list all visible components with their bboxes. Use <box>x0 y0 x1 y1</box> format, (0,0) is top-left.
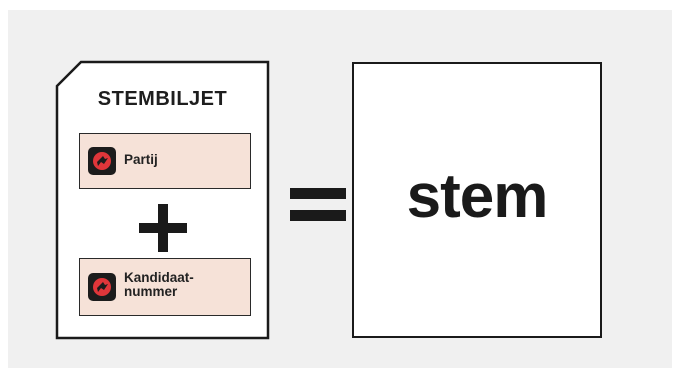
equals-icon <box>290 188 346 228</box>
candidate-label-line1: Kandidaat- <box>124 270 194 285</box>
red-logo-icon <box>88 147 116 175</box>
ballot-ticket: STEMBILJET Partij Kandidaat- nummer <box>55 60 270 340</box>
candidate-label-line2: nummer <box>124 284 178 300</box>
red-logo-icon <box>88 273 116 301</box>
plus-icon <box>135 200 191 256</box>
party-label: Partij <box>124 152 158 167</box>
candidate-number-field: Kandidaat- nummer <box>79 258 251 316</box>
candidate-number-label: Kandidaat- nummer <box>124 270 194 300</box>
ballot-title: STEMBILJET <box>97 88 228 110</box>
result-word: stem <box>406 162 549 231</box>
result-box: stem <box>352 62 602 338</box>
party-field: Partij <box>79 133 251 189</box>
